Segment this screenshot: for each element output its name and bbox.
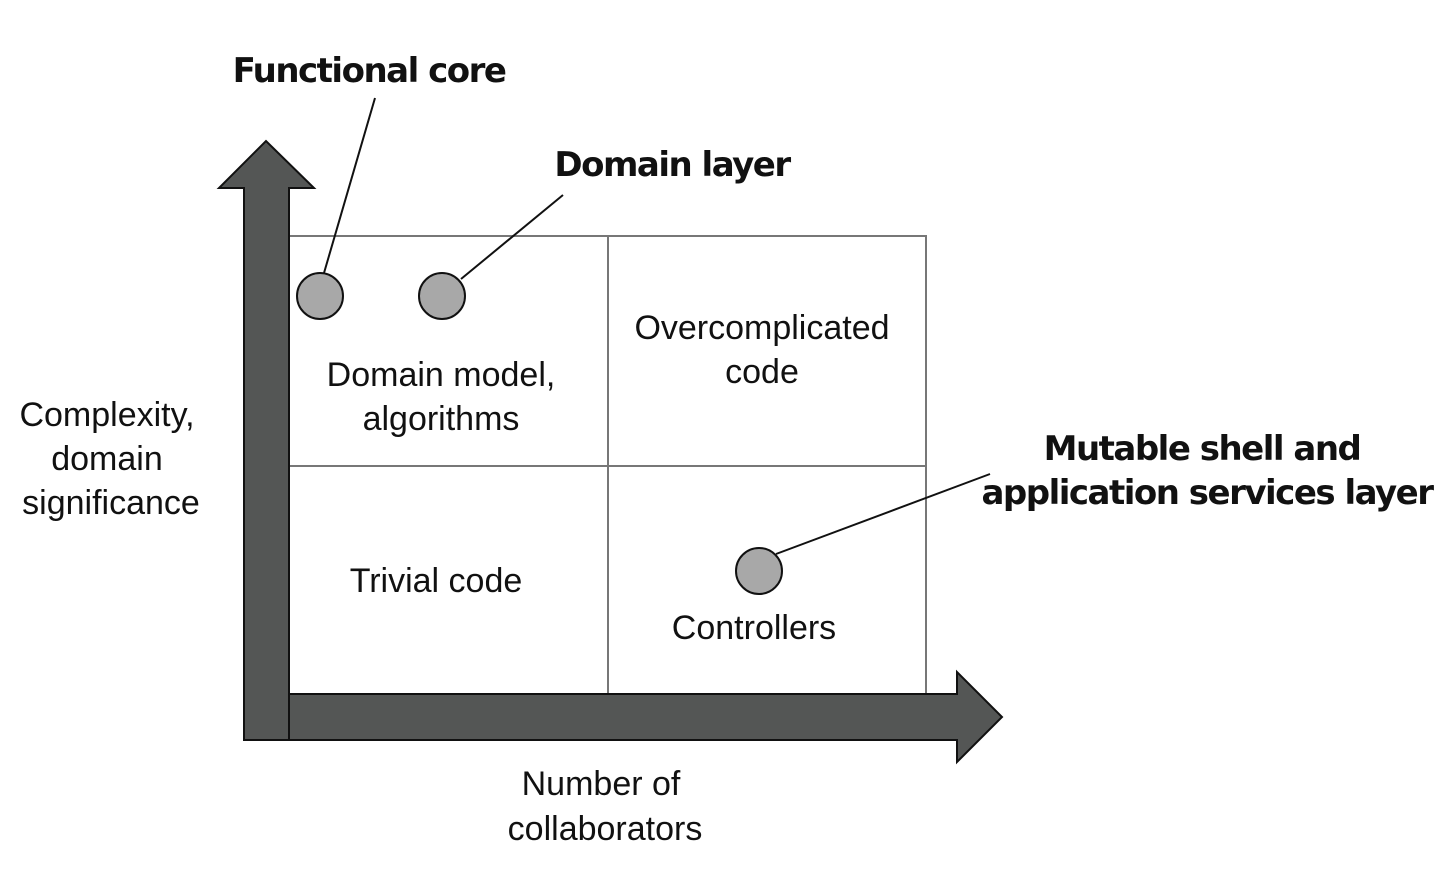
y-axis-arrow xyxy=(216,139,317,741)
y-axis-label-line3: significance xyxy=(22,484,200,522)
bottom-right-quadrant-label: Controllers xyxy=(672,609,836,647)
y-axis-label-line2: domain xyxy=(51,440,163,478)
top-right-quadrant-label-line2: code xyxy=(725,353,799,391)
mutable-shell-marker xyxy=(735,547,783,595)
top-right-quadrant-label-line1: Overcomplicated xyxy=(634,309,889,347)
x-axis-arrow xyxy=(288,669,1004,765)
y-axis-label-line1: Complexity, xyxy=(19,396,194,434)
mutable-shell-label-line1: Mutable shell and xyxy=(1044,429,1361,469)
bottom-left-quadrant-label: Trivial code xyxy=(350,562,523,600)
functional-core-label: Functional core xyxy=(233,51,506,91)
top-left-quadrant-label-line1: Domain model, xyxy=(327,356,556,394)
domain-layer-marker xyxy=(418,272,466,320)
mutable-shell-leader-line xyxy=(775,473,991,555)
functional-core-marker xyxy=(296,272,344,320)
top-left-quadrant-label-line2: algorithms xyxy=(363,400,520,438)
x-axis-label-line1: Number of xyxy=(522,765,681,803)
mutable-shell-label-line2: application services layer xyxy=(981,473,1434,513)
domain-layer-label: Domain layer xyxy=(554,145,791,185)
domain-layer-leader-line xyxy=(460,194,564,280)
x-axis-label-line2: collaborators xyxy=(508,810,703,848)
functional-core-leader-line xyxy=(323,97,376,274)
